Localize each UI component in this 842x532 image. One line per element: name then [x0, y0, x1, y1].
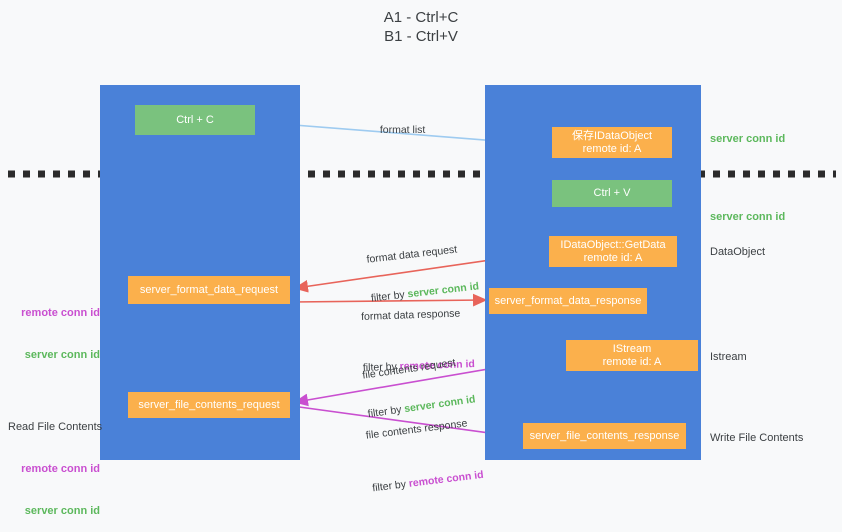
annotation-server-conn-id-1: server conn id: [710, 133, 786, 145]
page-title: A1 - Ctrl+C B1 - Ctrl+V: [0, 8, 842, 46]
flow-file-contents-response-tag: remote conn id: [408, 468, 485, 490]
annotation-left-lower-remote: remote conn id: [21, 463, 100, 475]
box-server-file-contents-response-label: server_file_contents_response: [529, 429, 680, 442]
flow-label-format-list: format list: [374, 111, 426, 137]
arrow-file-contents-response: [291, 405, 522, 442]
box-server-format-data-response-label: server_format_data_response: [494, 294, 642, 307]
annotation-istream: Istream: [710, 351, 747, 363]
annotation-left-upper-server: server conn id: [24, 349, 100, 361]
box-idataobject-getdata-line1: IDataObject::GetData: [560, 238, 666, 251]
box-ctrl-v-label: Ctrl + V: [593, 187, 631, 199]
box-istream-line1: IStream: [612, 342, 652, 355]
flow-file-contents-response-line1: file contents response: [365, 417, 469, 442]
flow-format-list-text: format list: [379, 124, 426, 136]
title-line-2: B1 - Ctrl+V: [384, 28, 458, 45]
box-server-file-contents-request-label: server_file_contents_request: [138, 398, 280, 411]
flow-format-data-response-line1: format data response: [360, 307, 461, 323]
box-istream-line2: remote id: A: [602, 355, 662, 368]
box-idataobject-getdata[interactable]: IDataObject::GetData remote id: A: [549, 236, 677, 267]
box-ctrl-c[interactable]: Ctrl + C: [135, 105, 255, 135]
annotation-dataobject: DataObject: [710, 246, 766, 258]
box-ctrl-c-label: Ctrl + C: [176, 113, 214, 126]
box-server-format-data-request-label: server_format_data_request: [139, 283, 279, 296]
box-save-idataobject-line2: remote id: A: [582, 142, 642, 155]
flow-file-contents-request-line1: file contents request: [361, 356, 457, 382]
annotation-left-lower-server: server conn id: [24, 505, 100, 517]
annotation-read-file-contents: Read File Contents: [8, 421, 103, 433]
flow-label-file-contents-response: file contents response filter by remote …: [362, 390, 486, 508]
box-save-idataobject[interactable]: 保存IDataObject remote id: A: [552, 127, 672, 158]
box-server-file-contents-request[interactable]: server_file_contents_request: [128, 392, 290, 418]
title-line-1: A1 - Ctrl+C: [383, 9, 459, 26]
box-server-format-data-request[interactable]: server_format_data_request: [128, 276, 290, 304]
arrow-format-data-response: [291, 293, 488, 307]
annotation-left-lower: Read File Contents remote conn id server…: [8, 392, 103, 532]
annotation-left-upper-remote: remote conn id: [21, 307, 100, 319]
annotation-write-file-contents: Write File Contents: [710, 432, 804, 444]
annotation-server-conn-id-2: server conn id: [710, 211, 786, 223]
box-server-format-data-response[interactable]: server_format_data_response: [489, 288, 647, 314]
box-ctrl-v[interactable]: Ctrl + V: [552, 180, 672, 207]
box-idataobject-getdata-line2: remote id: A: [583, 251, 643, 264]
flow-file-contents-response-prefix: filter by: [371, 477, 410, 495]
annotation-left-upper: remote conn id server conn id: [10, 278, 100, 376]
box-istream[interactable]: IStream remote id: A: [566, 340, 698, 371]
box-save-idataobject-line1: 保存IDataObject: [571, 129, 653, 142]
flow-format-data-request-line1: format data request: [365, 243, 458, 266]
box-server-file-contents-response[interactable]: server_file_contents_response: [523, 423, 686, 449]
